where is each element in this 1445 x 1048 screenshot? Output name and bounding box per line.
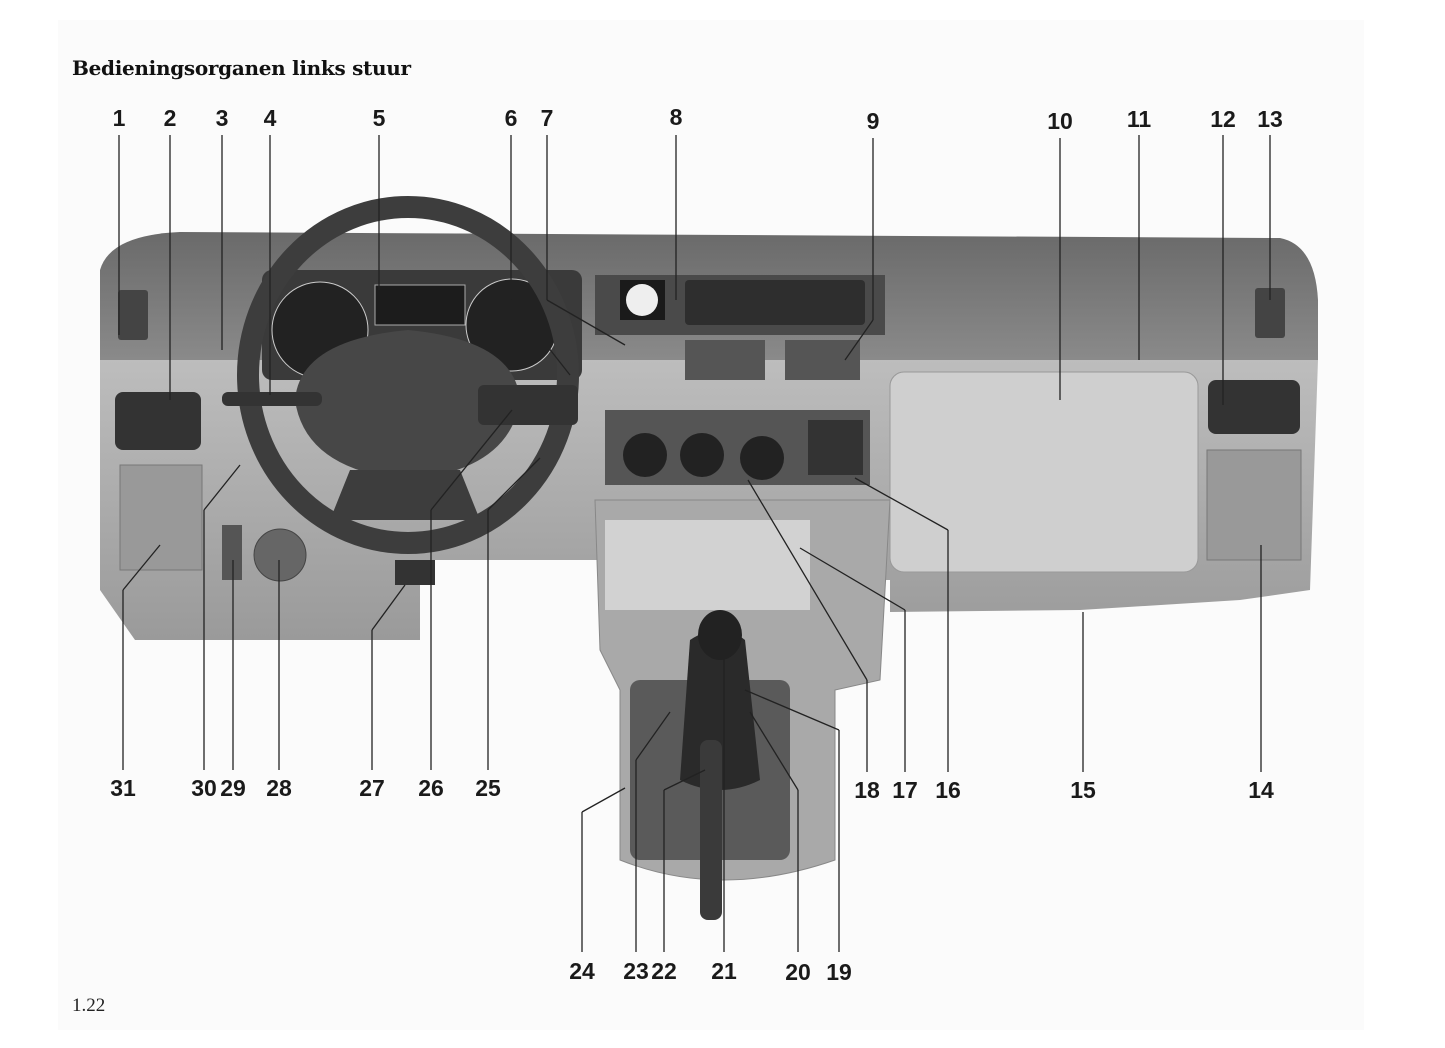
steering-wheel xyxy=(237,196,579,554)
callout-5: 5 xyxy=(372,105,386,131)
callout-25: 25 xyxy=(475,775,501,801)
airbag-hub xyxy=(295,330,520,480)
page-title: Bedieningsorganen links stuur xyxy=(72,56,411,80)
callout-23: 23 xyxy=(623,958,649,984)
speaker-right xyxy=(1206,449,1302,561)
storage-compartment xyxy=(685,280,865,325)
callout-21: 21 xyxy=(711,958,737,984)
vent-left-top xyxy=(118,290,148,340)
callout-30: 30 xyxy=(191,775,217,801)
vent-center-right xyxy=(785,340,860,380)
right-stalk-controls xyxy=(478,385,578,425)
vent-center-left xyxy=(685,340,765,380)
vent-right xyxy=(1208,380,1300,434)
callout-2: 2 xyxy=(163,105,177,131)
console-tray xyxy=(605,520,810,610)
callout-14: 14 xyxy=(1248,777,1274,803)
glovebox xyxy=(889,371,1199,573)
callout-1: 1 xyxy=(112,105,126,131)
callout-31: 31 xyxy=(110,775,136,801)
callout-22: 22 xyxy=(651,958,677,984)
vent-left xyxy=(115,392,201,450)
callout-7: 7 xyxy=(540,105,554,131)
handbrake xyxy=(700,740,722,920)
switch-29 xyxy=(222,525,242,580)
bonnet-release xyxy=(395,560,435,585)
callout-29: 29 xyxy=(220,775,246,801)
callout-11: 11 xyxy=(1126,106,1152,132)
gear-knob xyxy=(698,610,742,660)
callout-4: 4 xyxy=(263,105,277,131)
speaker-left xyxy=(119,464,203,571)
vent-right-top xyxy=(1255,288,1285,338)
callout-13: 13 xyxy=(1257,106,1283,132)
knob-temp xyxy=(623,433,667,477)
callout-12: 12 xyxy=(1210,106,1236,132)
callout-27: 27 xyxy=(359,775,385,801)
callout-15: 15 xyxy=(1070,777,1096,803)
knob-distribution xyxy=(740,436,784,480)
callout-8: 8 xyxy=(669,104,683,130)
callout-28: 28 xyxy=(266,775,292,801)
callout-9: 9 xyxy=(866,108,880,134)
callout-3: 3 xyxy=(215,105,229,131)
callout-24: 24 xyxy=(569,958,595,984)
left-stalk xyxy=(222,392,322,406)
callout-20: 20 xyxy=(785,959,811,985)
callout-18: 18 xyxy=(854,777,880,803)
callout-10: 10 xyxy=(1047,108,1073,134)
switch-panel xyxy=(808,420,863,475)
callout-6: 6 xyxy=(504,105,518,131)
callout-17: 17 xyxy=(892,777,918,803)
callout-26: 26 xyxy=(418,775,444,801)
callout-19: 19 xyxy=(826,959,852,985)
knob-fan xyxy=(680,433,724,477)
headlight-adjuster xyxy=(253,528,307,582)
display xyxy=(374,284,466,326)
callout-16: 16 xyxy=(935,777,961,803)
leader-lines xyxy=(118,135,1271,952)
page-number: 1.22 xyxy=(72,995,106,1016)
